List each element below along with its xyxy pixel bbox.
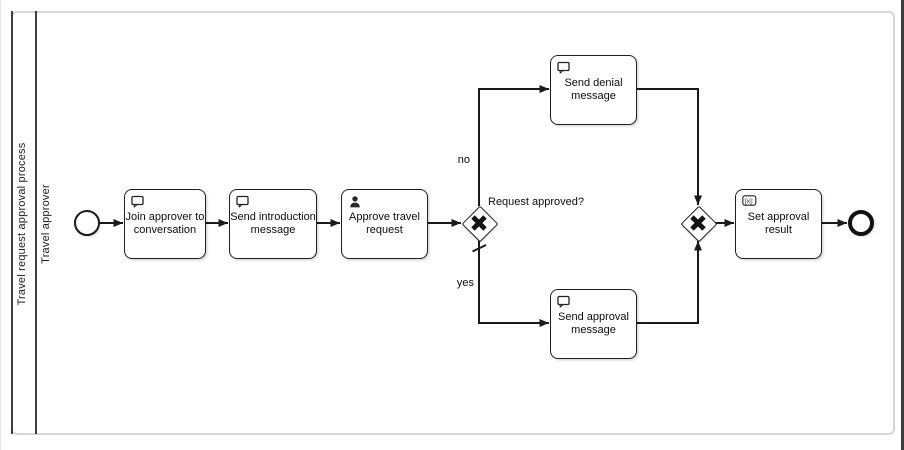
screen-right-edge-line	[901, 0, 904, 450]
user-icon	[350, 196, 360, 208]
message-icon	[236, 195, 249, 208]
task-label: Set approval result	[747, 210, 810, 236]
task-send-approval[interactable]: Send approval message	[550, 289, 637, 359]
flow-yes-branch[interactable]	[478, 240, 549, 327]
message-icon	[557, 295, 570, 308]
start-event[interactable]	[74, 210, 100, 236]
task-set-result[interactable]: [x]: Set approval result	[735, 189, 822, 259]
task-label: Approve travel request	[349, 210, 420, 236]
gateway-x-marker	[690, 215, 706, 231]
message-icon	[131, 195, 144, 208]
script-icon: [x]:	[742, 195, 757, 206]
default-flow-marker	[472, 244, 487, 253]
flow-approval-to-merge[interactable]	[635, 241, 702, 324]
message-icon	[557, 61, 570, 74]
task-label: Send approval message	[558, 310, 629, 336]
gateway-question-label: Request approved?	[488, 196, 585, 208]
flow-label-no: no	[457, 154, 470, 166]
end-event[interactable]	[848, 210, 874, 236]
flow-label-yes: yes	[456, 277, 474, 289]
flow-denial-to-merge[interactable]	[635, 88, 702, 205]
task-label: Send denial message	[564, 76, 623, 102]
pool-label-divider	[35, 11, 37, 434]
pool-left-border	[11, 11, 13, 434]
task-send-introduction[interactable]: Send introduction message	[229, 189, 317, 259]
task-send-denial[interactable]: Send denial message	[550, 55, 637, 125]
task-join-approver[interactable]: Join approver to conversation	[124, 189, 206, 259]
pool-label: Travel request approval process	[16, 142, 28, 306]
task-label: Send introduction message	[230, 210, 316, 236]
screen-left-edge-line	[0, 0, 1, 450]
task-approve-request[interactable]: Approve travel request	[341, 189, 428, 259]
lane-label: Travel approver	[40, 184, 52, 264]
svg-text:[x]:: [x]:	[745, 198, 754, 205]
task-label: Join approver to conversation	[125, 210, 205, 236]
gateway-x-marker	[471, 215, 487, 231]
flow-no-branch[interactable]	[478, 85, 549, 206]
